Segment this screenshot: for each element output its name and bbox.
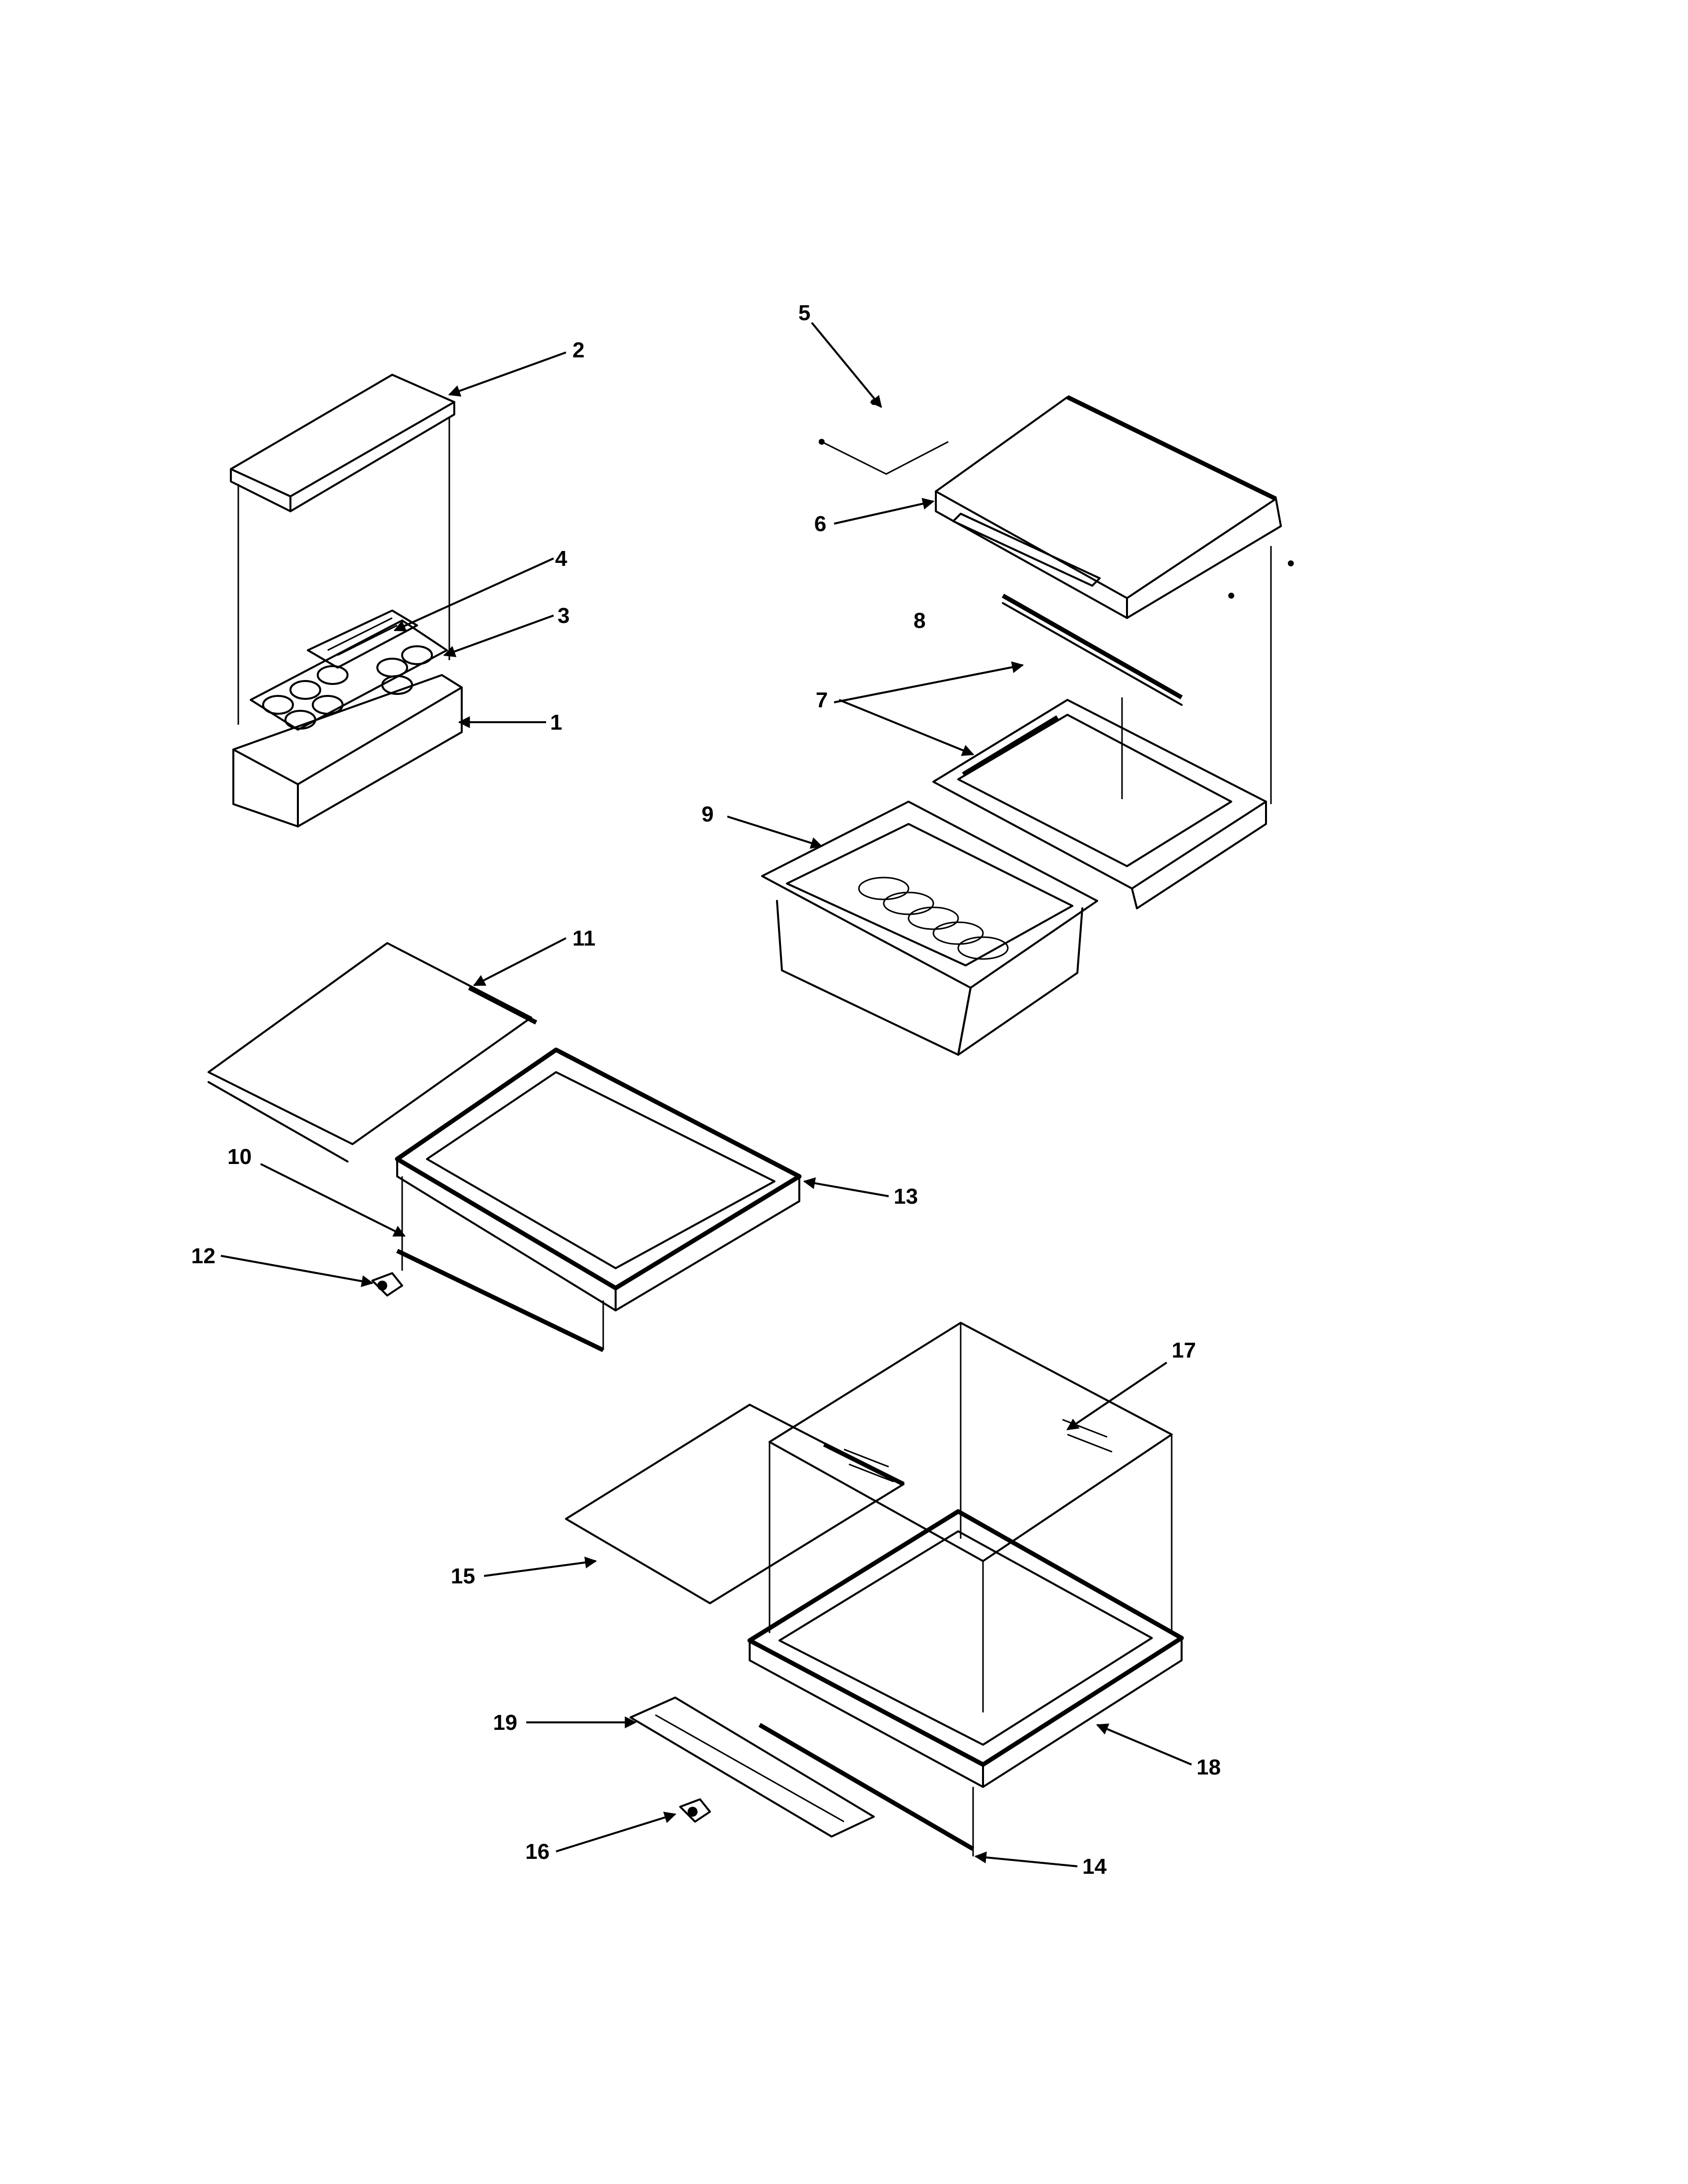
egg-tray-bin bbox=[232, 674, 463, 827]
lower-pan-box bbox=[769, 1322, 1173, 1712]
callout-10: 10 bbox=[227, 1145, 252, 1169]
lower-pan-clip bbox=[679, 1798, 711, 1823]
callout-11: 11 bbox=[572, 926, 596, 951]
lower-pan-cover bbox=[565, 1404, 905, 1604]
callout-19: 19 bbox=[493, 1710, 517, 1735]
lower-pan-front-trim bbox=[758, 1723, 975, 1856]
callout-7: 7 bbox=[816, 688, 828, 712]
callout-labels: 1 2 3 4 5 6 7 8 9 10 11 12 13 14 15 16 1… bbox=[191, 301, 1221, 1879]
callout-17: 17 bbox=[1172, 1338, 1196, 1363]
callout-5: 5 bbox=[798, 301, 810, 325]
egg-tray-guide-lines bbox=[237, 417, 450, 725]
callout-3: 3 bbox=[558, 604, 569, 628]
callout-16: 16 bbox=[525, 1840, 550, 1864]
upper-shelf bbox=[935, 395, 1282, 619]
callout-8: 8 bbox=[914, 609, 925, 633]
callout-18: 18 bbox=[1196, 1755, 1221, 1779]
lower-pan-frame bbox=[747, 1509, 1184, 1788]
pan-clip bbox=[371, 1272, 403, 1297]
callout-12: 12 bbox=[191, 1244, 215, 1268]
callout-9: 9 bbox=[702, 802, 713, 826]
shelf-rail bbox=[1001, 594, 1183, 706]
lower-pan-handle bbox=[630, 1697, 875, 1838]
pan-cover-glass bbox=[208, 942, 538, 1162]
callout-2: 2 bbox=[572, 338, 584, 362]
callout-4: 4 bbox=[555, 546, 567, 571]
callout-13: 13 bbox=[894, 1184, 918, 1209]
pan-frame bbox=[395, 1047, 802, 1311]
egg-tray-cover bbox=[230, 374, 455, 512]
callout-15: 15 bbox=[451, 1564, 475, 1588]
crisper-drawer bbox=[761, 801, 1098, 1056]
crisper-frame bbox=[932, 699, 1267, 909]
callout-1: 1 bbox=[550, 710, 562, 735]
pan-front-trim bbox=[396, 1176, 604, 1353]
crisper-guide-lines bbox=[1121, 546, 1272, 804]
callout-14: 14 bbox=[1082, 1854, 1107, 1879]
callout-6: 6 bbox=[814, 512, 826, 536]
egg-tray-divider bbox=[307, 610, 418, 669]
leader-lines bbox=[220, 322, 1192, 1867]
